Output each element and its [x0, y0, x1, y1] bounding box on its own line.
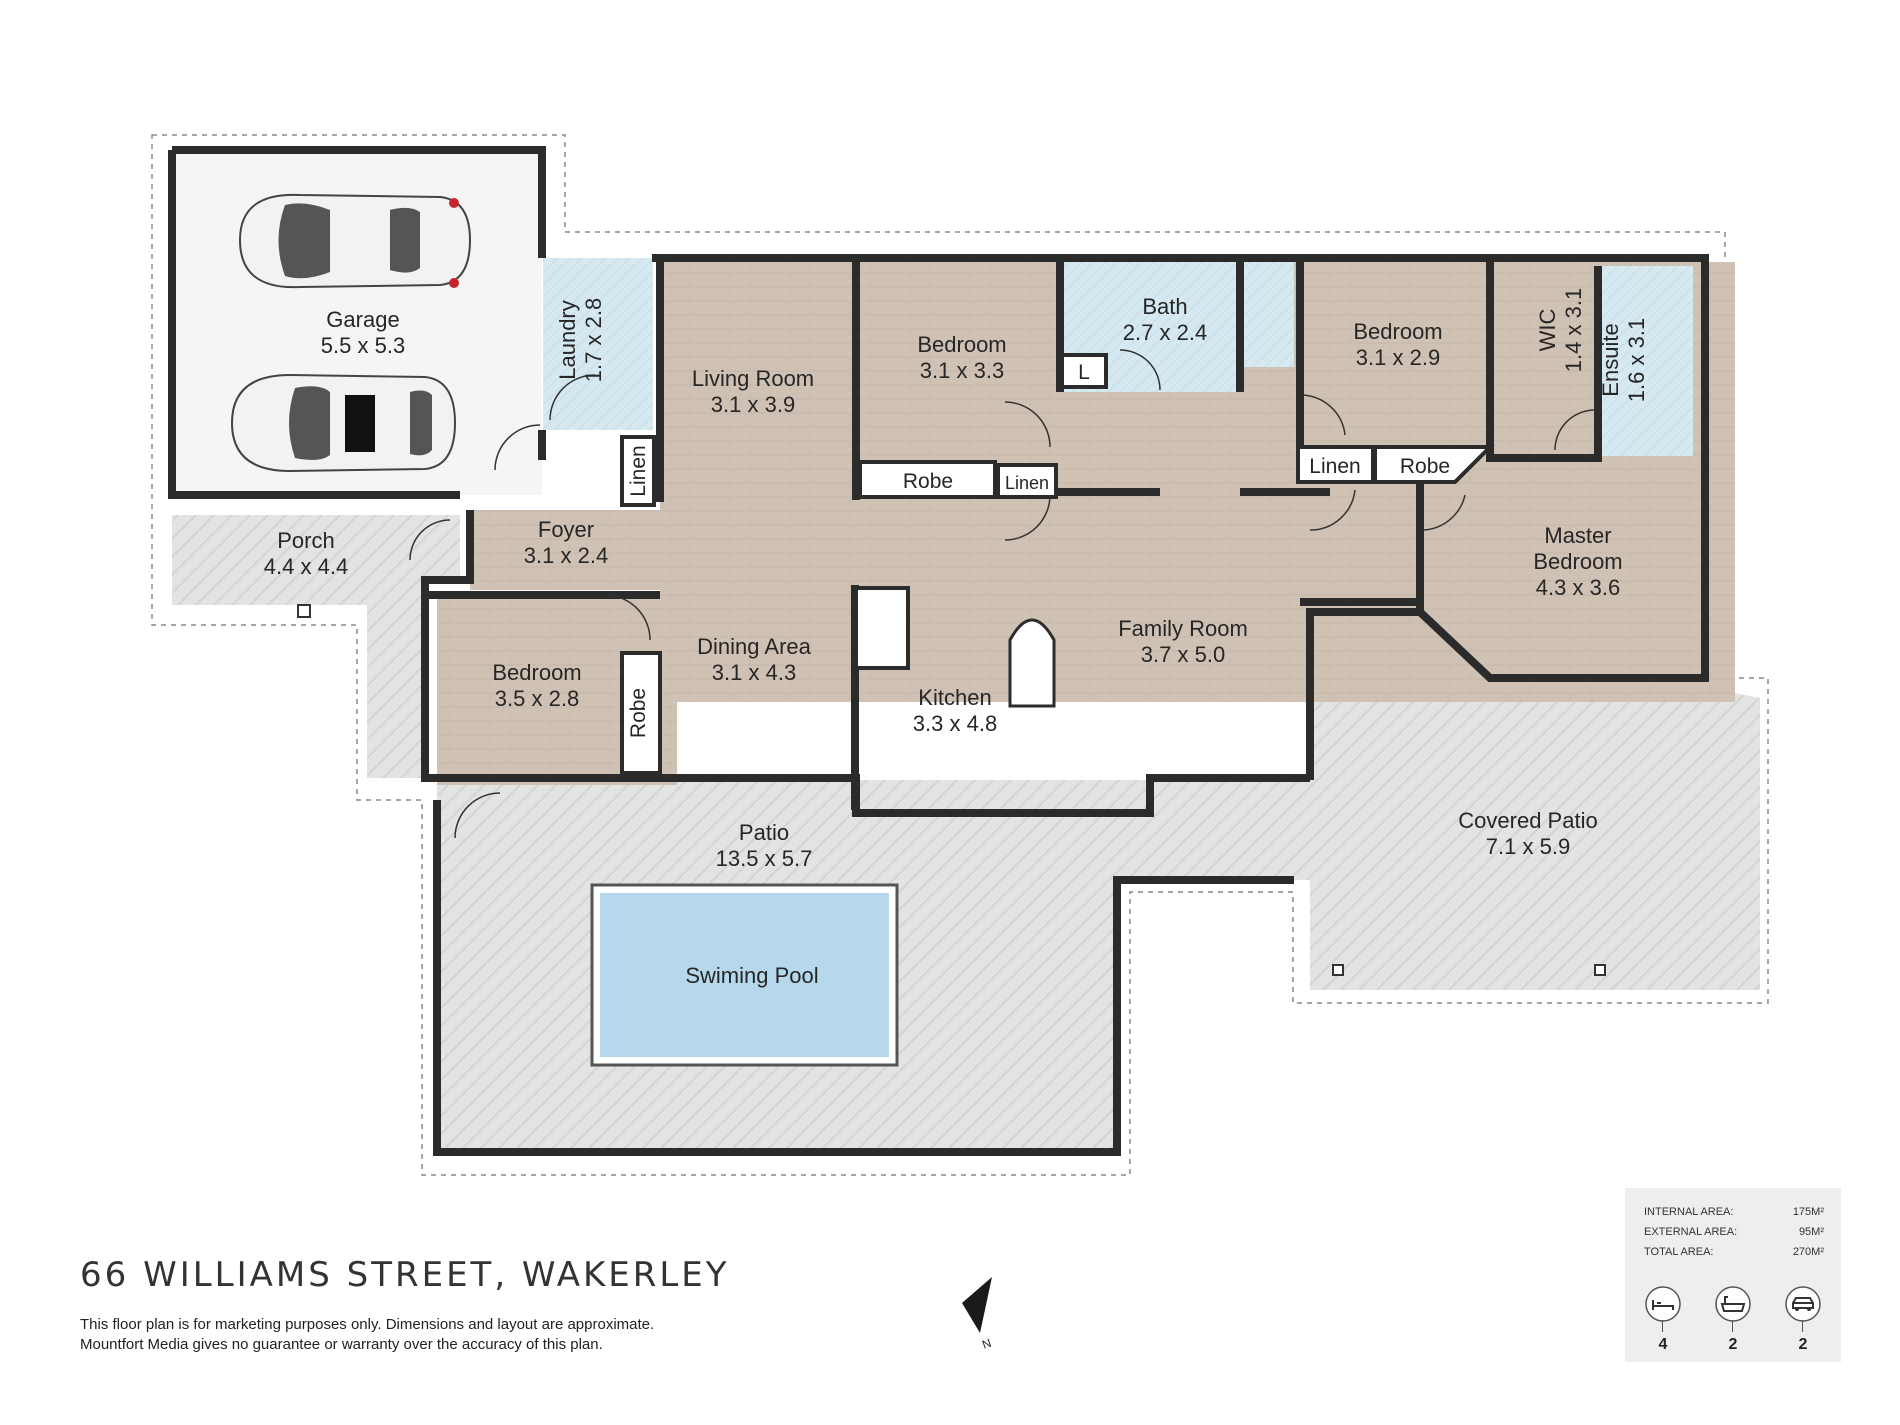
porch-name: Porch — [277, 528, 334, 553]
internal-area-label: INTERNAL AREA: — [1644, 1206, 1734, 1218]
bedroom-3-dims: 3.5 x 2.8 — [495, 686, 579, 711]
north-label: N — [980, 1336, 993, 1352]
external-area-label: EXTERNAL AREA: — [1644, 1226, 1738, 1238]
dining-area-name: Dining Area — [697, 634, 812, 659]
disclaimer-line-2: Mountfort Media gives no guarantee or wa… — [80, 1336, 603, 1353]
laundry-dims: 1.7 x 2.8 — [581, 298, 606, 382]
garage-dims: 5.5 x 5.3 — [321, 333, 405, 358]
family-room-name: Family Room — [1118, 616, 1248, 641]
patio-dims: 13.5 x 5.7 — [716, 846, 813, 871]
bath-icon — [1715, 1286, 1751, 1322]
storage — [620, 353, 1495, 775]
car-bottom — [230, 373, 457, 473]
robe-label-2: Robe — [1400, 455, 1450, 478]
wet-areas — [543, 258, 1693, 456]
walls — [168, 146, 1709, 1156]
bedroom-1-dims: 3.1 x 3.3 — [920, 358, 1004, 383]
covered-patio-dims: 7.1 x 5.9 — [1486, 834, 1570, 859]
area-summary-panel: INTERNAL AREA: 175M² EXTERNAL AREA: 95M²… — [1625, 1188, 1841, 1362]
swimming-pool — [590, 883, 899, 1067]
disclaimer: This floor plan is for marketing purpose… — [80, 1315, 800, 1355]
door-swings — [409, 349, 1596, 839]
ensuite-dims: 1.6 x 3.1 — [1624, 318, 1649, 402]
bath-stem — [1732, 1320, 1733, 1332]
bedroom-2-dims: 3.1 x 2.9 — [1356, 345, 1440, 370]
porch-dims: 4.4 x 4.4 — [264, 554, 348, 579]
robe-label-1: Robe — [903, 470, 953, 493]
robe-label-3: Robe — [627, 688, 650, 738]
master-bedroom-name-1: Master — [1544, 523, 1611, 548]
bed-stem — [1662, 1320, 1663, 1332]
family-room-dims: 3.7 x 5.0 — [1141, 642, 1225, 667]
bathroom-count: 2 — [1728, 1336, 1738, 1353]
ensuite-name: Ensuite — [1598, 323, 1623, 396]
bedroom-3-name: Bedroom — [492, 660, 581, 685]
living-room-dims: 3.1 x 3.9 — [711, 392, 795, 417]
wic-name: WIC — [1535, 309, 1560, 352]
bath-name: Bath — [1142, 294, 1187, 319]
property-address: 66 WILLIAMS STREET, WAKERLEY — [80, 1255, 730, 1295]
internal-area-row: INTERNAL AREA: 175M² — [1644, 1206, 1824, 1218]
disclaimer-line-1: This floor plan is for marketing purpose… — [80, 1316, 655, 1333]
linen-label-3: Linen — [627, 445, 650, 496]
living-room-name: Living Room — [692, 366, 814, 391]
kitchen-island — [1008, 618, 1056, 708]
kitchen-name: Kitchen — [918, 685, 991, 710]
external-area-value: 95M² — [1798, 1226, 1824, 1238]
master-bedroom-name-2: Bedroom — [1533, 549, 1622, 574]
car-icon — [1785, 1286, 1821, 1322]
master-bedroom-dims: 4.3 x 3.6 — [1536, 575, 1620, 600]
patio-posts — [297, 604, 1606, 976]
bedroom-1-name: Bedroom — [917, 332, 1006, 357]
bedroom-2-name: Bedroom — [1353, 319, 1442, 344]
site-boundary — [151, 134, 1769, 1176]
kitchen-dims: 3.3 x 4.8 — [913, 711, 997, 736]
bed-icon — [1645, 1286, 1681, 1322]
covered-patio-name: Covered Patio — [1458, 808, 1597, 833]
external-area-row: EXTERNAL AREA: 95M² — [1644, 1226, 1824, 1238]
garage-name: Garage — [326, 307, 399, 332]
laundry-name: Laundry — [555, 300, 580, 380]
foyer-name: Foyer — [538, 517, 594, 542]
dining-area-dims: 3.1 x 4.3 — [712, 660, 796, 685]
car-space-count: 2 — [1798, 1336, 1808, 1353]
total-area-row: TOTAL AREA: 270M² — [1644, 1246, 1824, 1258]
wic-dims: 1.4 x 3.1 — [1561, 288, 1586, 372]
patio-name: Patio — [739, 820, 789, 845]
swimming-pool-name: Swiming Pool — [685, 963, 818, 988]
internal-area-value: 175M² — [1792, 1206, 1824, 1218]
total-area-label: TOTAL AREA: — [1644, 1246, 1714, 1258]
bedroom-count: 4 — [1658, 1336, 1668, 1353]
bath-dims: 2.7 x 2.4 — [1123, 320, 1207, 345]
foyer-dims: 3.1 x 2.4 — [524, 543, 608, 568]
car-top — [238, 193, 472, 289]
car-stem — [1802, 1320, 1803, 1332]
linen-label-1: Linen — [1005, 473, 1049, 493]
total-area-value: 270M² — [1792, 1246, 1824, 1258]
l-label: L — [1078, 361, 1090, 384]
linen-label-2: Linen — [1309, 455, 1360, 478]
north-arrow-icon: N — [962, 1277, 993, 1352]
